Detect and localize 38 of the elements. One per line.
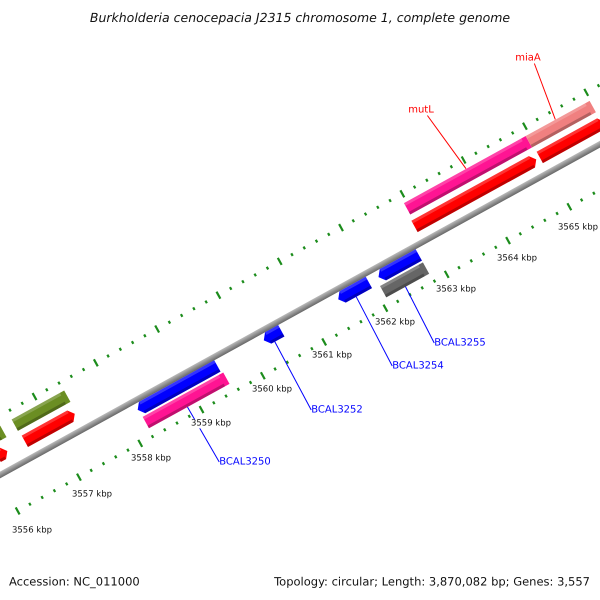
gene-label: BCAL3255 xyxy=(434,338,486,348)
scale-label: 3560 kbp xyxy=(250,385,294,395)
gene-block xyxy=(526,100,596,148)
scale-label: 3558 kbp xyxy=(130,454,172,464)
scale-label: 3557 kbp xyxy=(70,490,114,500)
scale-label: 3556 kbp xyxy=(10,526,54,536)
gene-block xyxy=(380,262,430,298)
accession-text: Accession: NC_011000 xyxy=(9,576,140,588)
gene-label: BCAL3250 xyxy=(219,456,271,468)
scale-label: 3562 kbp xyxy=(374,318,416,328)
leader-line xyxy=(356,296,393,366)
gene-block xyxy=(138,360,221,414)
diagram-title: Burkholderia cenocepacia J2315 chromosome 1, complete genome xyxy=(90,11,510,25)
scale-label: 3563 kbp xyxy=(434,285,478,295)
gene-block xyxy=(378,249,422,280)
gene-label: miaA xyxy=(515,52,541,64)
gene-block xyxy=(264,325,284,344)
leader-line xyxy=(426,115,466,170)
gene-block xyxy=(142,372,230,428)
scale-label: 3559 kbp xyxy=(190,419,232,429)
scale-label: 3564 kbp xyxy=(496,254,538,264)
scale-label: 3565 kbp xyxy=(556,223,600,233)
gene-block xyxy=(536,118,600,164)
gene-block xyxy=(404,136,532,215)
gene-label: BCAL3254 xyxy=(392,360,444,372)
gene-label: mutL xyxy=(408,104,434,116)
leader-line xyxy=(274,341,312,410)
gene-block xyxy=(12,390,70,431)
gene-label: BCAL3252 xyxy=(311,404,363,416)
gene-block xyxy=(0,448,8,462)
leader-line xyxy=(534,63,556,120)
genome-info-text: Topology: circular; Length: 3,870,082 bp; Genes: 3,557 xyxy=(274,576,590,588)
gene-block xyxy=(338,276,372,303)
gene-block xyxy=(22,410,75,448)
gene-block xyxy=(411,156,536,232)
scale-label: 3561 kbp xyxy=(310,351,354,361)
gene-block xyxy=(0,426,7,441)
leader-line xyxy=(404,286,435,344)
